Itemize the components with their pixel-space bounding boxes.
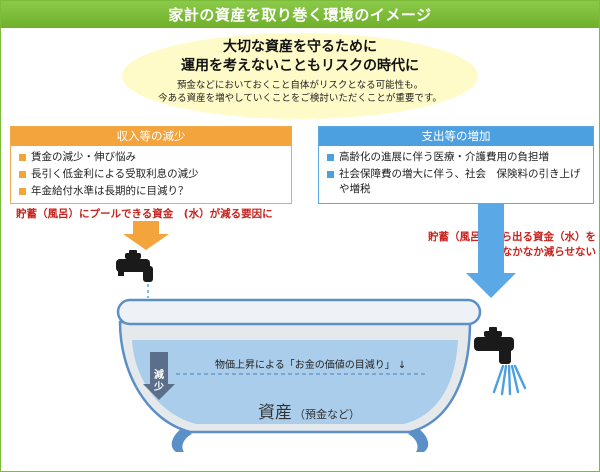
blue-arrow-down-icon [466, 203, 516, 298]
message-cloud [122, 33, 478, 119]
list-item-text: 年金給付水準は長期的に目減り？ [31, 185, 189, 197]
square-bullet-icon [327, 154, 334, 161]
income-box-heading: 収入等の減少 [11, 127, 291, 146]
inflation-label: 物価上昇による「お金の価値の目減り」 ↓ [215, 360, 407, 371]
list-item: 高齢化の進展に伴う医療・介護費用の負担増 [327, 150, 587, 165]
list-item-text: 賃金の減少・伸び悩み [31, 151, 136, 163]
asset-label: 資産（預金など） [258, 398, 360, 423]
left-faucet-icon [116, 250, 153, 282]
right-faucet-icon [474, 327, 514, 364]
decrease-arrow-icon [143, 352, 175, 400]
expense-list: 高齢化の進展に伴う医療・介護費用の負担増 社会保障費の増大に伴う、社会 保険料の… [319, 150, 593, 197]
list-item: 年金給付水準は長期的に目減り？ [19, 184, 285, 199]
bathtub-icon [116, 298, 482, 452]
list-item-text: 高齢化の進展に伴う医療・介護費用の負担増 [339, 151, 549, 163]
square-bullet-icon [19, 154, 26, 161]
asset-label-sub: （預金など） [294, 408, 360, 421]
decrease-label-char1: 減 [154, 370, 164, 381]
caption-left: 貯蓄（風呂）にプールできる資金 (水）が減る要因に [16, 208, 273, 220]
decrease-label: 減 少 [152, 370, 166, 394]
list-item-text: 社会保障費の増大に伴う、社会 保険料の引き上げや増税 [339, 168, 581, 195]
expense-box-heading: 支出等の増加 [319, 127, 593, 146]
asset-label-main: 資産 [258, 403, 292, 423]
water-spray-icon [492, 364, 527, 396]
cloud-heading-line1: 大切な資産を守るために [223, 39, 377, 55]
square-bullet-icon [19, 188, 26, 195]
decrease-label-char2: 少 [154, 382, 164, 393]
square-bullet-icon [19, 171, 26, 178]
cloud-heading-line2: 運用を考えないこともリスクの時代に [181, 58, 419, 74]
list-item: 社会保障費の増大に伴う、社会 保険料の引き上げや増税 [327, 167, 587, 197]
list-item: 長引く低金利による受取利息の減少 [19, 167, 285, 182]
income-list: 賃金の減少・伸び悩み 長引く低金利による受取利息の減少 年金給付水準は長期的に目… [11, 150, 291, 199]
income-decrease-box: 収入等の減少 賃金の減少・伸び悩み 長引く低金利による受取利息の減少 年金給付水… [10, 126, 292, 204]
caption-right: 貯蓄（風呂）から出る資金（水）を なかなか減らせない [396, 230, 596, 260]
cloud-heading: 大切な資産を守るために 運用を考えないこともリスクの時代に [130, 38, 470, 76]
orange-arrow-down-icon [123, 221, 169, 250]
cloud-body: 預金などにおいておくこと自体がリスクとなる可能性も。 今ある資産を増やしていくこ… [130, 79, 470, 105]
cloud-body-line1: 預金などにおいておくこと自体がリスクとなる可能性も。 [176, 80, 424, 91]
caption-right-line2: なかなか減らせない [501, 246, 596, 258]
list-item-text: 長引く低金利による受取利息の減少 [31, 168, 199, 180]
diagram-title: 家計の資産を取り巻く環境のイメージ [1, 1, 599, 28]
caption-right-line1: 貯蓄（風呂）から出る資金（水）を [428, 231, 596, 243]
cloud-body-line2: 今ある資産を増やしていくことをご検討いただくことが重要です。 [158, 93, 442, 104]
expense-increase-box: 支出等の増加 高齢化の進展に伴う医療・介護費用の負担増 社会保障費の増大に伴う、… [318, 126, 594, 204]
list-item: 賃金の減少・伸び悩み [19, 150, 285, 165]
square-bullet-icon [327, 171, 334, 178]
